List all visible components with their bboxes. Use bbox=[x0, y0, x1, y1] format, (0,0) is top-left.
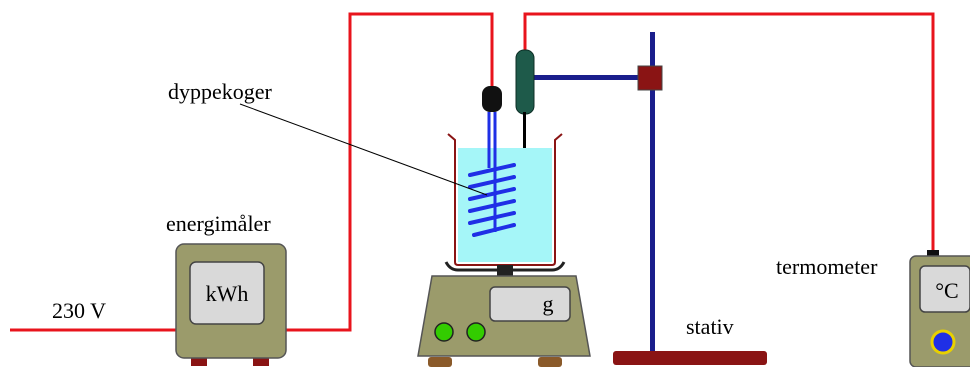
thermometer-wire bbox=[523, 12, 935, 252]
energy-meter-foot-right bbox=[253, 356, 269, 366]
scale: g bbox=[417, 261, 591, 367]
scale-foot-right bbox=[538, 357, 562, 367]
lab-stand bbox=[530, 32, 767, 365]
scale-button-right bbox=[466, 322, 486, 342]
label-energy-meter: energimåler bbox=[166, 211, 271, 236]
meter-to-heater-wire bbox=[286, 12, 494, 332]
label-voltage: 230 V bbox=[52, 298, 106, 323]
stand-base bbox=[613, 351, 767, 365]
power-wires bbox=[10, 12, 935, 332]
energy-meter-unit: kWh bbox=[206, 281, 249, 306]
energy-meter-foot-left bbox=[191, 356, 207, 366]
scale-foot-left bbox=[428, 357, 452, 367]
heater-coil bbox=[468, 163, 516, 237]
thermometer-knob bbox=[930, 329, 956, 355]
heater-leader-line bbox=[239, 103, 488, 196]
label-immersion-heater: dyppekoger bbox=[168, 79, 273, 104]
thermometer-connector bbox=[927, 250, 939, 258]
label-stand: stativ bbox=[686, 314, 734, 339]
stand-rod bbox=[650, 32, 655, 355]
thermometer-device: °C bbox=[909, 250, 970, 367]
stand-arm bbox=[530, 75, 638, 80]
scale-display bbox=[489, 286, 571, 322]
energy-meter: kWh bbox=[175, 243, 287, 366]
energy-meter-display bbox=[189, 261, 265, 325]
thermometer-display bbox=[919, 265, 970, 313]
thermometer-probe bbox=[515, 49, 535, 178]
beaker bbox=[447, 133, 563, 266]
scale-pan bbox=[444, 261, 566, 272]
heater-plug bbox=[482, 86, 502, 112]
stand-clamp bbox=[637, 65, 663, 91]
immersion-heater bbox=[468, 86, 516, 237]
scale-unit: g bbox=[543, 291, 554, 316]
thermometer-unit: °C bbox=[935, 278, 958, 303]
label-thermometer: termometer bbox=[776, 254, 878, 279]
probe-handle bbox=[515, 49, 535, 115]
scale-button-left bbox=[434, 322, 454, 342]
probe-rod bbox=[523, 112, 526, 178]
